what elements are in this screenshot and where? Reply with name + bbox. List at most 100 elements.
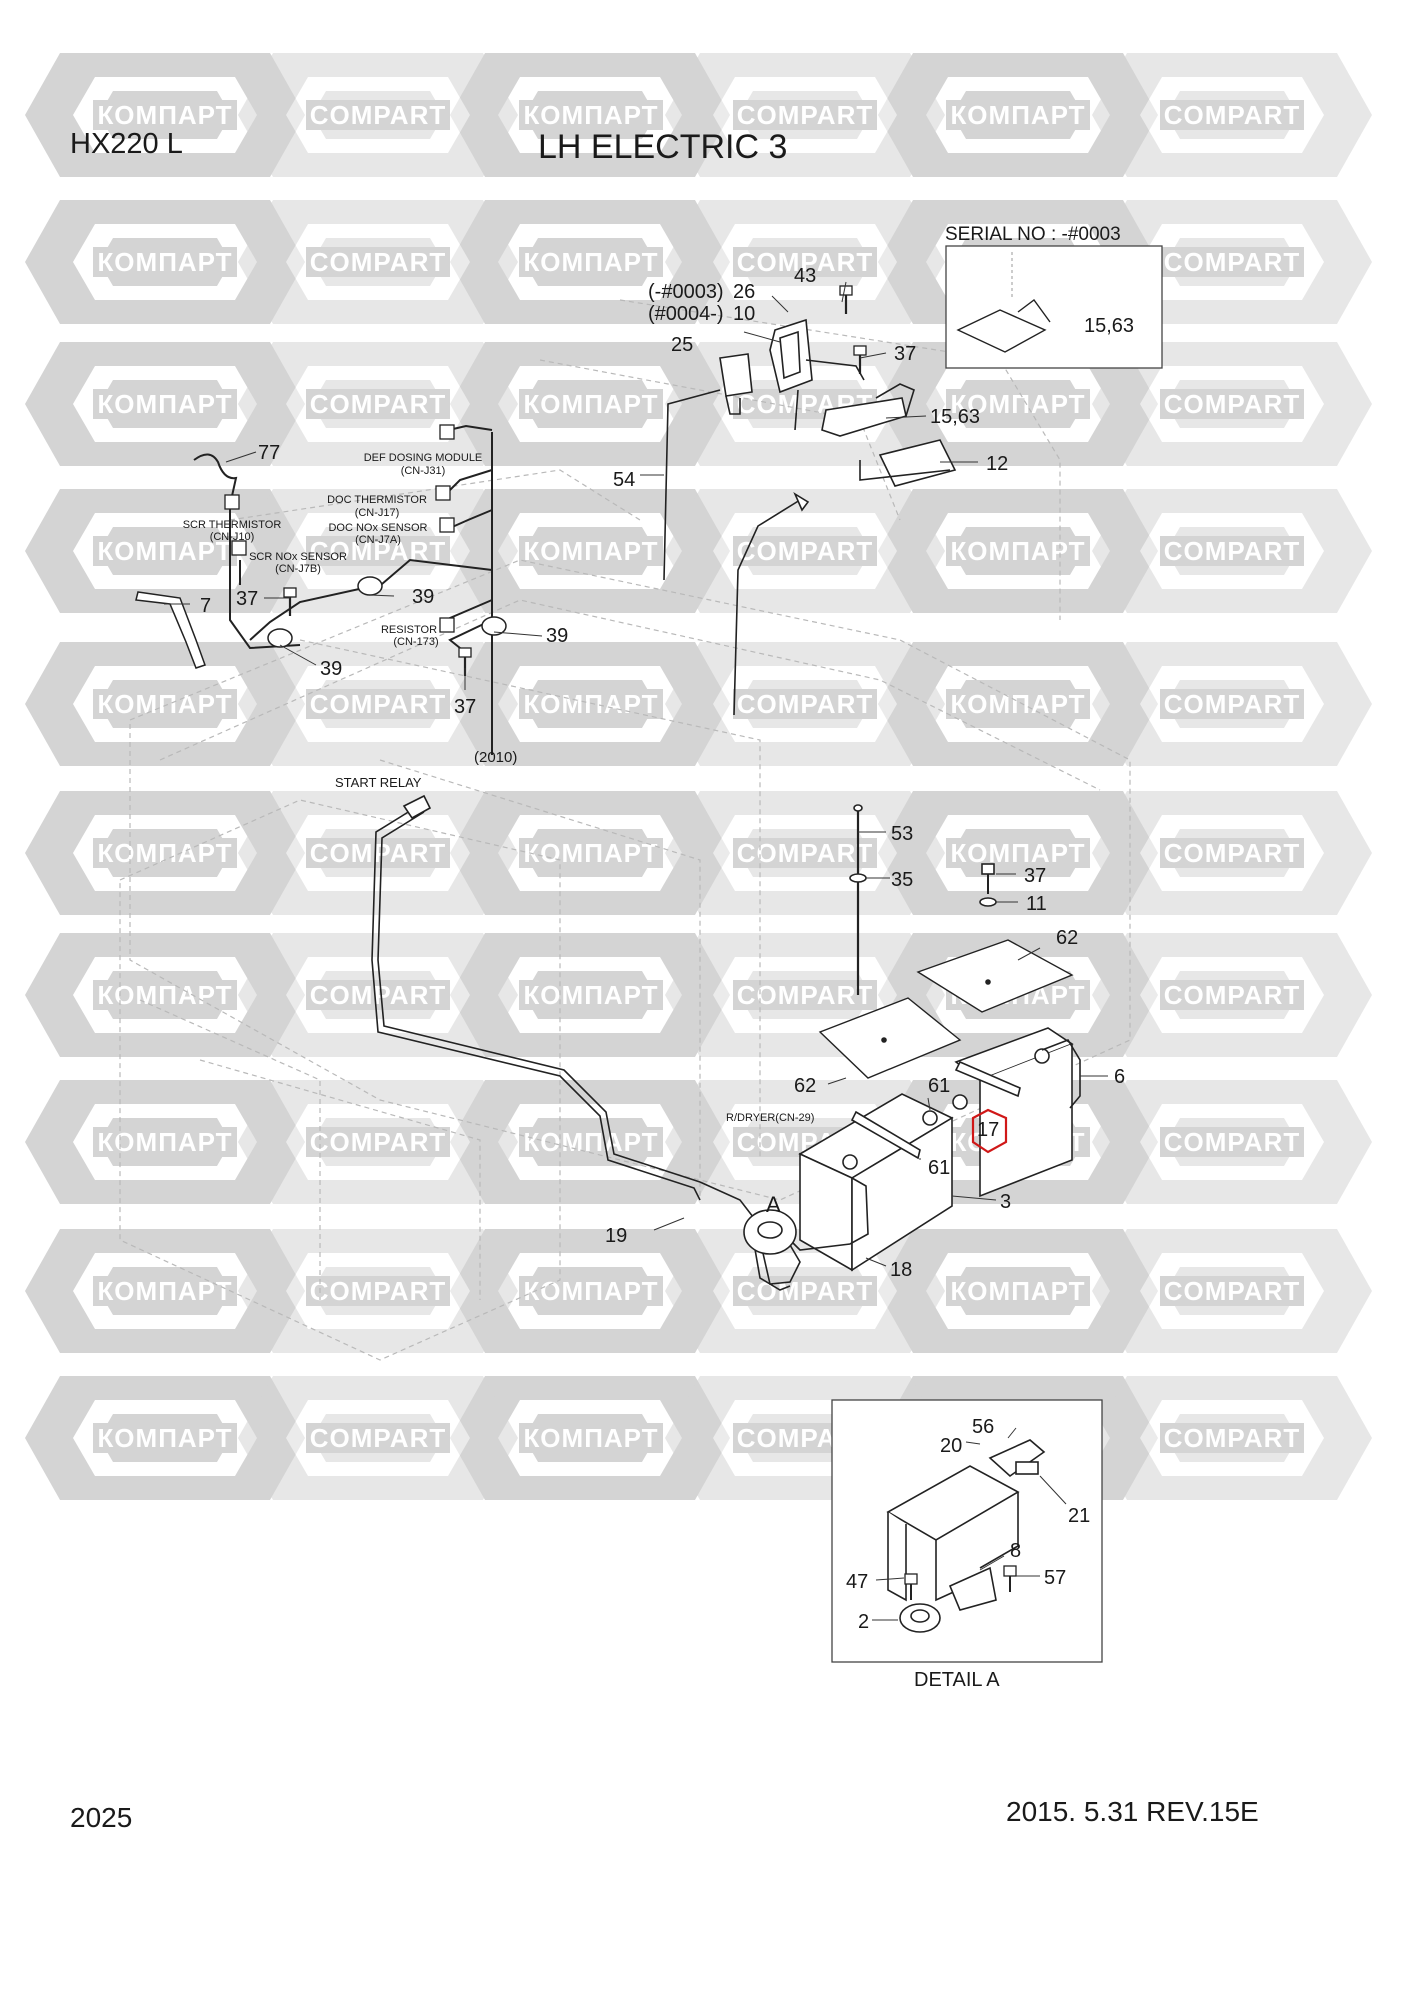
watermark-band	[1160, 389, 1304, 419]
watermark-word: КОМПАРТ	[523, 1276, 658, 1306]
watermark-word: COMPART	[1164, 1276, 1301, 1306]
callout-8: 8	[1010, 1540, 1021, 1562]
watermark-word: КОМПАРТ	[523, 838, 658, 868]
watermark-band	[306, 100, 450, 130]
watermark-word: COMPART	[310, 980, 447, 1010]
watermark-word: КОМПАРТ	[523, 536, 658, 566]
watermark-band	[1160, 980, 1304, 1010]
watermark-band	[93, 100, 237, 130]
bracket-7	[135, 591, 206, 669]
callout-37: 37	[1024, 865, 1046, 887]
watermark-word: КОМПАРТ	[950, 689, 1085, 719]
watermark-band	[93, 389, 237, 419]
callout-19: 19	[605, 1225, 627, 1247]
callout-26: 26	[733, 281, 755, 303]
callout-3: 3	[1000, 1191, 1011, 1213]
watermark-word: COMPART	[310, 100, 447, 130]
watermark-word: КОМПАРТ	[97, 100, 232, 130]
callout-56: 56	[972, 1416, 994, 1438]
callout-54: 54	[613, 469, 635, 491]
machine-frame-outline	[119, 299, 1131, 1361]
detail-a-title: DETAIL A	[914, 1669, 1000, 1691]
watermark-word: COMPART	[310, 689, 447, 719]
watermark-band	[1160, 689, 1304, 719]
watermark-band	[519, 100, 663, 130]
watermark-band	[306, 838, 450, 868]
connector-label: SCR NOx SENSOR	[249, 551, 347, 563]
serial-box	[945, 245, 1163, 369]
watermark-band	[93, 1276, 237, 1306]
callout-15-63: 15,63	[1084, 315, 1134, 337]
watermark-word: COMPART	[1164, 100, 1301, 130]
watermark-word: COMPART	[310, 247, 447, 277]
watermark-word: КОМПАРТ	[950, 389, 1085, 419]
callout-12: 12	[986, 453, 1008, 475]
watermark-word: КОМПАРТ	[97, 689, 232, 719]
callout-62: 62	[1056, 927, 1078, 949]
connector-code: (CN-J31)	[401, 465, 446, 477]
watermark-word: COMPART	[737, 1276, 874, 1306]
watermark-band	[519, 838, 663, 868]
cable-19	[371, 794, 801, 1291]
wiring-harness	[193, 424, 493, 755]
watermark-word: КОМПАРТ	[523, 1423, 658, 1453]
watermark-band	[519, 980, 663, 1010]
watermark: КОМПАРТ COMPART КОМПАРТ COMPART КОМПАРТ COMPA…	[25, 53, 1372, 1500]
watermark-band	[1160, 100, 1304, 130]
watermark-band	[519, 1276, 663, 1306]
watermark-band	[306, 1276, 450, 1306]
callout-2: 2	[858, 1611, 869, 1633]
watermark-word: COMPART	[310, 838, 447, 868]
highlight-marker-17	[971, 1108, 1008, 1154]
clamp-39	[267, 576, 507, 648]
watermark-word: COMPART	[310, 1423, 447, 1453]
watermark-band	[1160, 838, 1304, 868]
watermark-band	[946, 389, 1090, 419]
watermark-word: COMPART	[1164, 1127, 1301, 1157]
battery-group	[743, 804, 1081, 1272]
connector-label: SCR THERMISTOR	[183, 519, 282, 531]
connector-label: DEF DOSING MODULE	[364, 452, 483, 464]
watermark-band	[946, 1276, 1090, 1306]
rdryer-label: R/DRYER(CN-29)	[726, 1112, 814, 1124]
callout-15-63: 15,63	[930, 406, 980, 428]
callout-26-prefix: (-#0003)	[648, 281, 724, 303]
watermark-band	[946, 100, 1090, 130]
callout-17: 17	[977, 1119, 999, 1141]
watermark-word: COMPART	[1164, 247, 1301, 277]
watermark-word: КОМПАРТ	[950, 100, 1085, 130]
watermark-word: КОМПАРТ	[97, 1127, 232, 1157]
watermark-word: КОМПАРТ	[950, 536, 1085, 566]
callout-43: 43	[794, 265, 816, 287]
page-title: LH ELECTRIC 3	[538, 128, 788, 166]
watermark-band	[93, 838, 237, 868]
watermark-word: COMPART	[1164, 1423, 1301, 1453]
callout-47: 47	[846, 1571, 868, 1593]
watermark-band	[733, 1276, 877, 1306]
callout-37: 37	[454, 696, 476, 718]
watermark-word: КОМПАРТ	[97, 536, 232, 566]
harness-connectors	[224, 424, 455, 633]
watermark-band	[946, 838, 1090, 868]
leader-lines	[164, 281, 1108, 1621]
watermark-band	[519, 1127, 663, 1157]
callout-18: 18	[890, 1259, 912, 1281]
watermark-band	[306, 689, 450, 719]
callout-11: 11	[1026, 893, 1047, 915]
watermark-word: КОМПАРТ	[523, 389, 658, 419]
watermark-word: COMPART	[737, 247, 874, 277]
detail-a-box	[831, 1399, 1103, 1663]
connector-code: (CN-J17)	[355, 507, 400, 519]
watermark-band	[1160, 1127, 1304, 1157]
watermark-band	[93, 1127, 237, 1157]
watermark-band	[93, 536, 237, 566]
watermark-word: КОМПАРТ	[97, 980, 232, 1010]
watermark-word: COMPART	[1164, 389, 1301, 419]
watermark-band	[733, 100, 877, 130]
watermark-word: COMPART	[310, 1127, 447, 1157]
watermark-word: COMPART	[1164, 838, 1301, 868]
watermark-word: КОМПАРТ	[523, 247, 658, 277]
callout-37: 37	[894, 343, 916, 365]
watermark-word: COMPART	[737, 980, 874, 1010]
